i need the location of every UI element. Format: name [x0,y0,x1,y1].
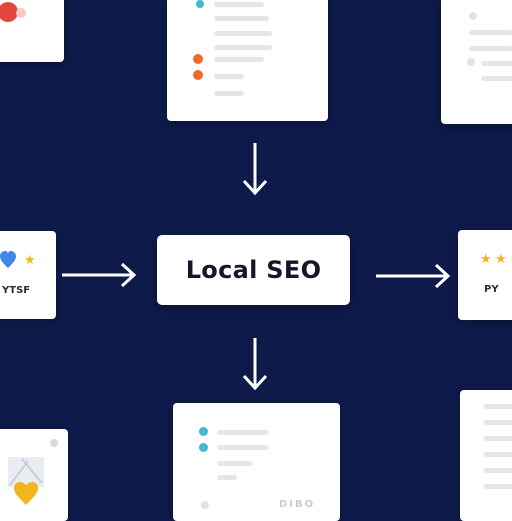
arrow-right-icon [376,263,451,289]
map-thumbnail-icon [8,457,44,505]
card-bottom-text: DIBO [279,499,316,510]
card-top-right [441,0,512,124]
text-line [484,420,512,425]
card-right: ★ ★ PY [458,230,512,320]
card-bottom-right [460,390,512,521]
arrow-down-icon [242,338,268,391]
text-line [214,91,244,96]
card-bottom-center: DIBO [173,403,340,521]
arrow-down-icon [242,143,268,196]
text-line [214,31,272,36]
status-dot [469,12,477,20]
text-line [217,461,253,466]
card-top-center [167,0,328,121]
map-pin-shadow [16,8,26,18]
text-line [481,61,512,66]
text-line [484,452,512,457]
location-heart-icon [0,251,16,268]
star-icon: ★ [24,252,36,267]
star-icon: ★ [480,251,492,266]
text-line [214,57,264,62]
status-dot [201,501,209,509]
status-dot-teal [196,0,204,8]
card-left: ★ YTSF [0,231,56,319]
status-dot [467,58,475,66]
text-line [217,445,269,450]
card-right-text: PY [484,284,499,295]
text-line [469,46,512,51]
text-line [214,2,264,7]
status-dot-orange [193,54,203,64]
text-line [214,45,272,50]
text-line [481,76,512,81]
arrow-right-icon [62,262,137,288]
text-line [217,475,237,480]
text-line [469,30,512,35]
status-dot [50,439,58,447]
status-dot-teal [199,443,208,452]
star-icon: ★ [495,251,507,266]
card-bottom-left [0,429,68,521]
text-line [484,468,512,473]
card-left-text: YTSF [2,285,31,296]
text-line [214,74,244,79]
text-line [484,436,512,441]
text-line [484,404,512,409]
card-top-left [0,0,64,62]
status-dot-teal [199,427,208,436]
local-seo-box: Local SEO [157,235,350,305]
text-line [214,16,269,21]
text-line [217,430,269,435]
text-line [484,484,512,489]
local-seo-label: Local SEO [185,256,322,284]
status-dot-orange [193,70,203,80]
map-pin-icon [0,2,18,22]
